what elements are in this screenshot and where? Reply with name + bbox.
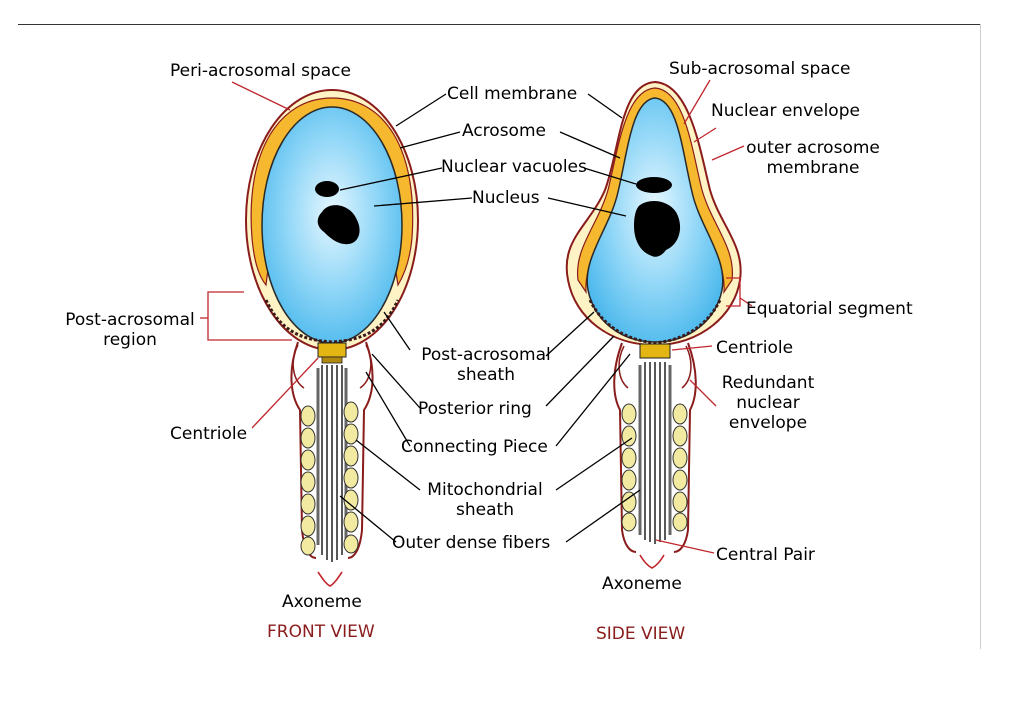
right-rule — [980, 24, 981, 649]
top-rule — [18, 24, 980, 25]
label-outer-acrosome-membrane: outer acrosome membrane — [746, 138, 880, 178]
mitochondria-left — [300, 401, 359, 556]
label-centriole-right: Centriole — [716, 338, 794, 358]
label-posterior-ring: Posterior ring — [418, 399, 532, 419]
label-connecting-piece: Connecting Piece — [401, 437, 548, 457]
label-post-acrosomal-region: Post-acrosomal region — [65, 310, 195, 350]
side-view-tail — [613, 342, 697, 569]
label-sub-acrosomal-space: Sub-acrosomal space — [669, 59, 851, 79]
label-mitochondrial-sheath: Mitochondrial sheath — [427, 480, 543, 520]
front-view-title: FRONT VIEW — [267, 622, 375, 642]
label-centriole-left: Centriole — [170, 424, 248, 444]
leader-lines — [200, 79, 753, 554]
label-nuclear-envelope: Nuclear envelope — [711, 101, 860, 121]
label-acrosome: Acrosome — [462, 121, 546, 141]
side-view-title: SIDE VIEW — [596, 624, 686, 644]
label-post-acrosomal-sheath: Post-acrosomal sheath — [421, 345, 551, 385]
side-view-head — [565, 80, 742, 347]
label-cell-membrane: Cell membrane — [447, 84, 578, 104]
label-central-pair: Central Pair — [716, 545, 815, 565]
label-redundant-nuclear-envelope: Redundant nuclear envelope — [721, 373, 815, 433]
label-axoneme-right: Axoneme — [602, 574, 682, 594]
label-nucleus: Nucleus — [472, 188, 540, 208]
label-nuclear-vacuoles: Nuclear vacuoles — [441, 157, 587, 177]
label-equatorial-segment: Equatorial segment — [746, 299, 913, 319]
label-peri-acrosomal-space: Peri-acrosomal space — [170, 61, 351, 81]
mitochondria-right — [621, 403, 688, 532]
front-view-tail — [290, 341, 374, 587]
label-outer-dense-fibers: Outer dense fibers — [392, 533, 551, 553]
label-axoneme-left: Axoneme — [282, 592, 362, 612]
front-view-head — [245, 89, 419, 351]
